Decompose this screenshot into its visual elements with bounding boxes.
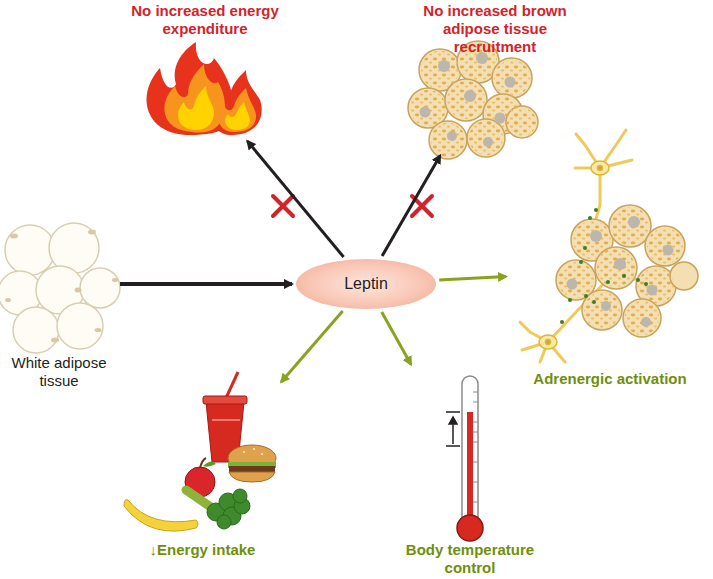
caption-text: No increased brown adipose tissue recrui… — [400, 2, 590, 56]
caption-text: Adrenergic activation — [533, 370, 686, 388]
arrow-connector — [120, 282, 292, 286]
body-temperature-node: Body temperature control — [393, 368, 547, 577]
caption-text: White adipose tissue — [4, 354, 114, 390]
flames-icon — [147, 42, 262, 135]
neurotransmitter-dots — [560, 208, 648, 324]
energy-intake-node: ↓Energy intake — [115, 385, 290, 559]
adrenergic-neuron-bodies — [539, 161, 609, 349]
adrenergic-cells — [556, 205, 698, 337]
arrow-connector — [281, 311, 343, 382]
white-adipose-node: White adipose tissue — [2, 222, 116, 390]
brown-adipose-node: No increased brown adipose tissue recrui… — [375, 2, 615, 152]
caption-text: Body temperature control — [393, 541, 547, 577]
energy-expenditure-node: No increased energy expenditure — [108, 2, 302, 138]
brown-adipose-cells — [408, 41, 538, 159]
arrow-connector — [439, 277, 506, 281]
hormone-label: Leptin — [344, 275, 388, 293]
white-adipose-cells — [0, 223, 120, 353]
arrow-connector — [382, 312, 411, 365]
caption-text: No increased energy expenditure — [110, 2, 300, 38]
arrow-connector — [247, 141, 343, 257]
thermometer-icon — [446, 376, 483, 541]
leptin-ellipse: Leptin — [296, 259, 436, 309]
food-icon — [124, 372, 276, 531]
caption-text: ↓Energy intake — [150, 541, 256, 559]
arrow-connector — [382, 156, 440, 257]
adrenergic-node: Adrenergic activation — [510, 125, 710, 388]
